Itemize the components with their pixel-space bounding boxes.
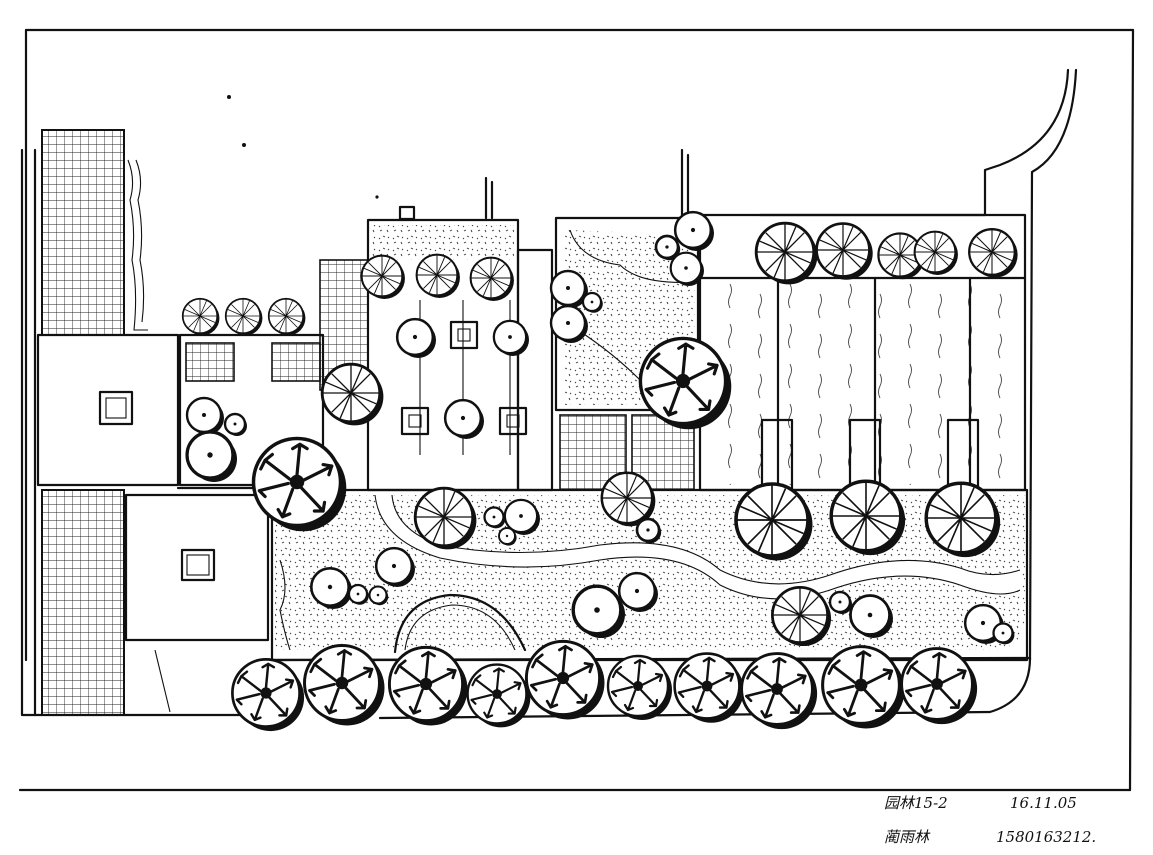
title-block-course: 园林15-2	[884, 794, 948, 812]
title-block-author: 蔺雨林	[884, 828, 931, 846]
title-block-student-id: 1580163212.	[996, 828, 1096, 846]
right-water-garden	[698, 213, 1027, 492]
drawing-frame	[18, 28, 1135, 792]
stray-marks	[227, 95, 379, 199]
tree-top-left-row	[181, 297, 307, 337]
left-paving-grid	[41, 129, 148, 716]
left-pavilions	[36, 333, 272, 713]
title-block-date: 16.11.05	[1010, 794, 1077, 812]
title-block: 园林15-2 16.11.05 蔺雨林 1580163212.	[884, 794, 1096, 846]
tree-right-row	[754, 221, 1019, 286]
tree-bottom-row	[231, 639, 979, 733]
courtyard-planters	[400, 320, 528, 436]
tree-left-shrub-cluster	[185, 396, 249, 484]
